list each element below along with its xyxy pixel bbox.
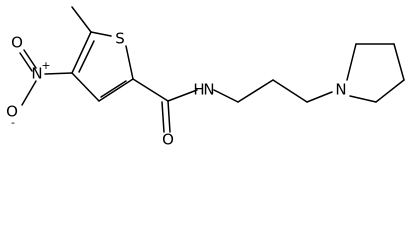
carbonyl-bond-double [161,101,165,133]
nitro-nitrogen-label: N [31,65,42,83]
ring-bond-c4-c5-double [78,40,95,73]
amide-bond-c-n [167,89,198,102]
ring-bond-c2-c3 [98,78,134,102]
pyrrolidine-bond-n-ca [346,43,357,81]
nitro-oxygen-left-label: O [6,103,18,121]
ring-bond-c5-s [90,31,112,37]
chain-bond-c1-c2 [237,79,274,103]
nitro-bond-c-n [44,72,73,75]
ring-bond-c4-c5 [71,31,92,74]
ring-bond-s-c2 [125,45,134,80]
nitro-bond-n-o-top-double [19,52,33,72]
pyrrolidine-nitrogen-label: N [335,81,346,99]
nitro-oxygen-top-label: O [11,34,23,52]
pyrrolidine-bond-cc-cd [375,79,405,103]
amide-bond-c2-c [132,78,169,102]
sulfur-atom-label: S [115,30,125,48]
nitro-bond-n-o-top [23,49,37,69]
carbonyl-oxygen-label: O [162,131,174,149]
amide-nitrogen-label: N [203,81,214,99]
methyl-bond [71,6,92,33]
structure-diagram: S N + O O - O H N N [6,6,405,149]
chain-bond-n-c1 [213,89,239,103]
chain-bond-c3-n [306,91,333,103]
nitro-bond-n-o-left [21,80,37,106]
carbonyl-bond [167,100,171,133]
chain-bond-c2-c3 [272,79,308,103]
ring-bond-c3-c4 [71,72,100,102]
pyrrolidine-bond-cb-cc [393,43,405,81]
nitro-plus-charge: + [41,59,50,72]
nitro-minus-charge: - [11,116,15,129]
ring-bond-c2-c3-double [100,80,127,98]
pyrrolidine-bond-cd-n [349,95,377,103]
amide-hydrogen-label: H [193,81,204,99]
